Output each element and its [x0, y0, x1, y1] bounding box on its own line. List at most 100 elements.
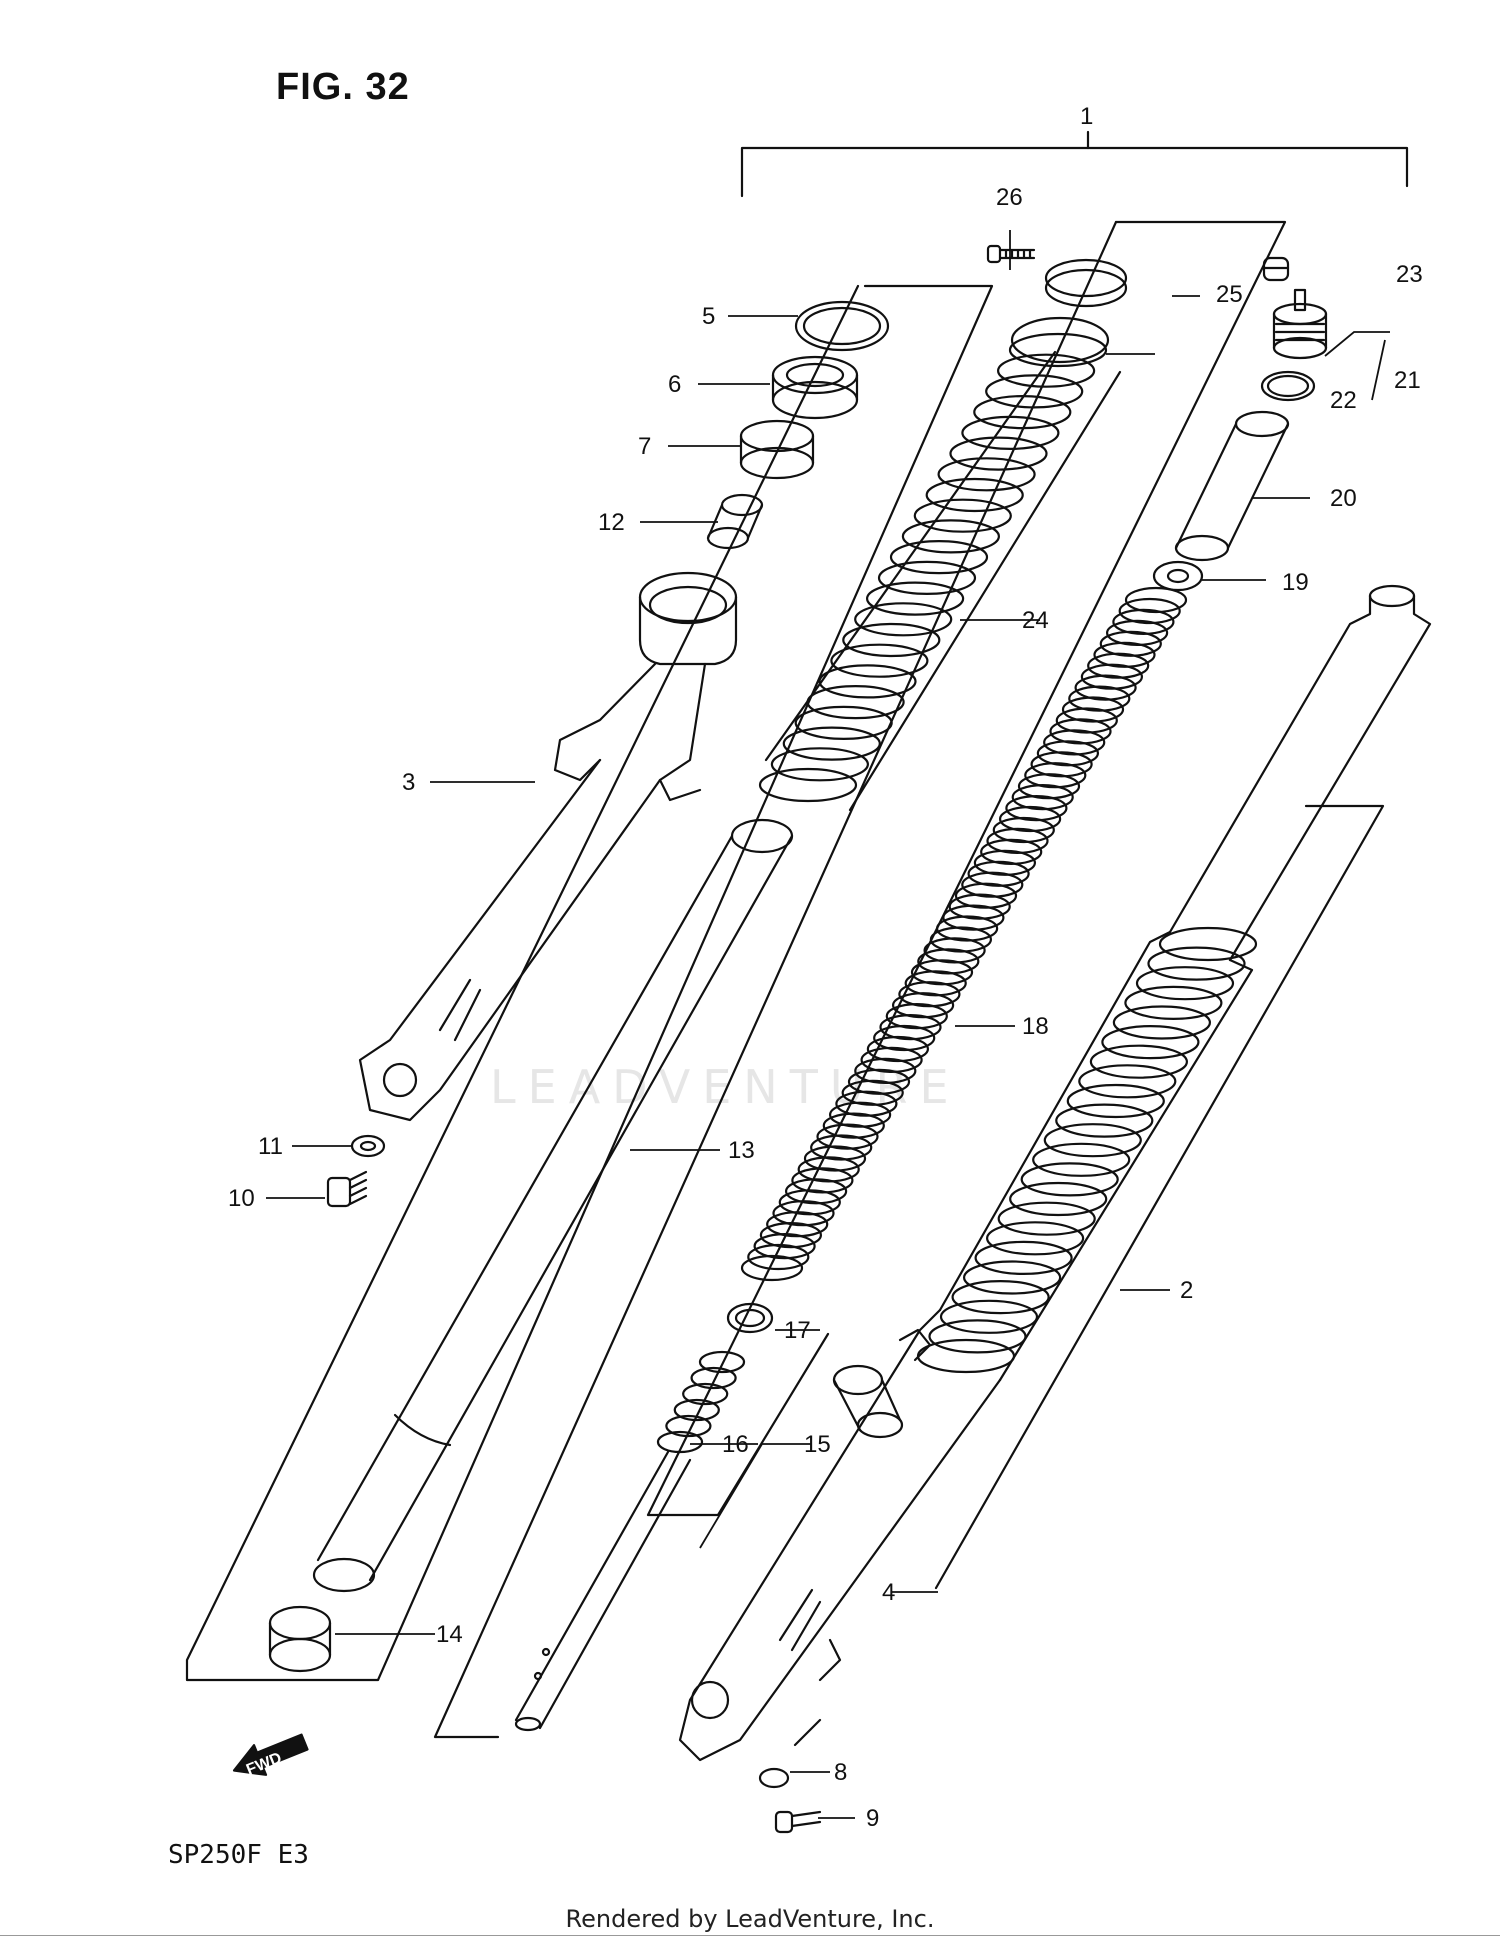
callout-24: 24	[1022, 607, 1049, 634]
boot-rib	[758, 767, 858, 803]
boot-rib	[985, 374, 1084, 409]
part-o-ring	[1260, 370, 1316, 402]
rebound-coil	[682, 1382, 729, 1406]
boot-rib	[973, 395, 1072, 430]
part-ring	[726, 1302, 774, 1334]
boot-rib	[996, 353, 1096, 388]
boot-rib	[961, 415, 1060, 450]
part-spring-seat	[1152, 560, 1204, 592]
callout-16: 16	[722, 1431, 749, 1458]
boot-rib	[951, 1279, 1050, 1315]
callout-26: 26	[996, 184, 1023, 211]
part-spacer-tube	[1174, 410, 1290, 562]
boot-rib	[939, 1299, 1039, 1334]
callout-11: 11	[258, 1133, 283, 1160]
part-washer	[350, 1134, 386, 1158]
rebound-coil	[673, 1398, 720, 1422]
callout-14: 14	[436, 1621, 463, 1648]
callout-4: 4	[882, 1579, 895, 1606]
callout-22: 22	[1330, 387, 1357, 414]
boot-rib	[1055, 1103, 1154, 1138]
callout-6: 6	[668, 371, 681, 398]
callout-5: 5	[702, 303, 715, 330]
part-outer-tube-left	[358, 571, 738, 1122]
boot-rib	[865, 581, 965, 616]
guide-frame-left	[185, 284, 994, 1682]
boot-rib	[1066, 1083, 1165, 1119]
boot-rib	[877, 560, 977, 596]
model-code: SP250F E3	[168, 1840, 309, 1870]
part-clamp-screw	[986, 244, 1036, 264]
boot-rib	[1101, 1024, 1200, 1060]
part-dust-boot-upper	[764, 316, 1122, 812]
boot-rib	[925, 477, 1024, 513]
callout-19: 19	[1282, 569, 1309, 596]
callout-17: 17	[784, 1317, 811, 1344]
boot-rib	[916, 1338, 1016, 1374]
boot-ribs-upper	[758, 332, 1108, 803]
part-oil-seal	[771, 355, 859, 420]
rebound-coil	[656, 1430, 704, 1454]
render-footer: Rendered by LeadVenture, Inc.	[565, 1905, 935, 1933]
boot-rib	[842, 622, 941, 658]
part-bolt	[774, 1810, 822, 1834]
boot-rib	[997, 1201, 1096, 1236]
boot-rib	[889, 539, 989, 575]
part-axle-holder-cap	[832, 1328, 932, 1439]
rebound-coil	[698, 1350, 746, 1374]
part-fork-spring	[740, 586, 1188, 1282]
boot-rib	[794, 705, 893, 741]
spring-coil	[747, 1243, 810, 1271]
boot-rib	[1009, 1181, 1108, 1217]
fwd-arrow	[232, 1733, 309, 1776]
part-bushing	[268, 1605, 332, 1673]
callout-7: 7	[638, 433, 651, 460]
callout-8: 8	[834, 1759, 847, 1786]
callout-15: 15	[804, 1431, 831, 1458]
callout-12: 12	[598, 509, 625, 536]
part-guide-metal	[739, 419, 815, 480]
part-drain-bolt	[326, 1170, 368, 1208]
callout-13: 13	[728, 1137, 755, 1164]
callout-1: 1	[1080, 103, 1093, 130]
part-rebound-spring	[656, 1350, 746, 1454]
boot-rib	[1124, 985, 1223, 1021]
part-cap-screw	[1262, 256, 1290, 282]
callout-labels: 1 2 3 4 5 6 7 8 9 10 11 12 13 14 15 16 1…	[228, 103, 1423, 1832]
guide-frame-right	[934, 804, 1385, 1590]
rebound-coil	[690, 1366, 737, 1390]
boot-rib	[1112, 1005, 1212, 1040]
callout-2: 2	[1180, 1277, 1193, 1304]
boot-rib	[1158, 926, 1258, 962]
part-washer-small	[758, 1767, 790, 1789]
boot-rib	[854, 602, 953, 637]
callout-9: 9	[866, 1805, 879, 1832]
boot-rib	[962, 1260, 1062, 1295]
boot-rib	[985, 1221, 1085, 1256]
spring-coil	[740, 1254, 804, 1282]
callout-3: 3	[402, 769, 415, 796]
callout-10: 10	[228, 1185, 255, 1212]
boot-rib	[1020, 1162, 1119, 1197]
boot-ribs-lower	[916, 926, 1258, 1374]
callout-23: 23	[1396, 261, 1423, 288]
boot-rib	[974, 1240, 1073, 1276]
boot-rib	[1147, 946, 1246, 981]
callout-18: 18	[1022, 1013, 1049, 1040]
rebound-coil	[665, 1414, 712, 1438]
boot-rib	[1135, 966, 1235, 1001]
boot-rib	[928, 1319, 1027, 1354]
footer-rule	[0, 1935, 1500, 1936]
boot-rib	[949, 436, 1048, 471]
part-damper-rod	[514, 1450, 692, 1732]
boot-rib	[1032, 1142, 1131, 1177]
part-complete-fork-right	[678, 584, 1432, 1762]
boot-rib	[1008, 332, 1108, 368]
boot-rib	[830, 643, 929, 678]
callout-25: 25	[1216, 281, 1243, 308]
boot-rib	[937, 457, 1036, 492]
boot-rib	[770, 747, 870, 782]
boot-rib	[901, 519, 1001, 554]
boot-rib	[806, 684, 905, 720]
